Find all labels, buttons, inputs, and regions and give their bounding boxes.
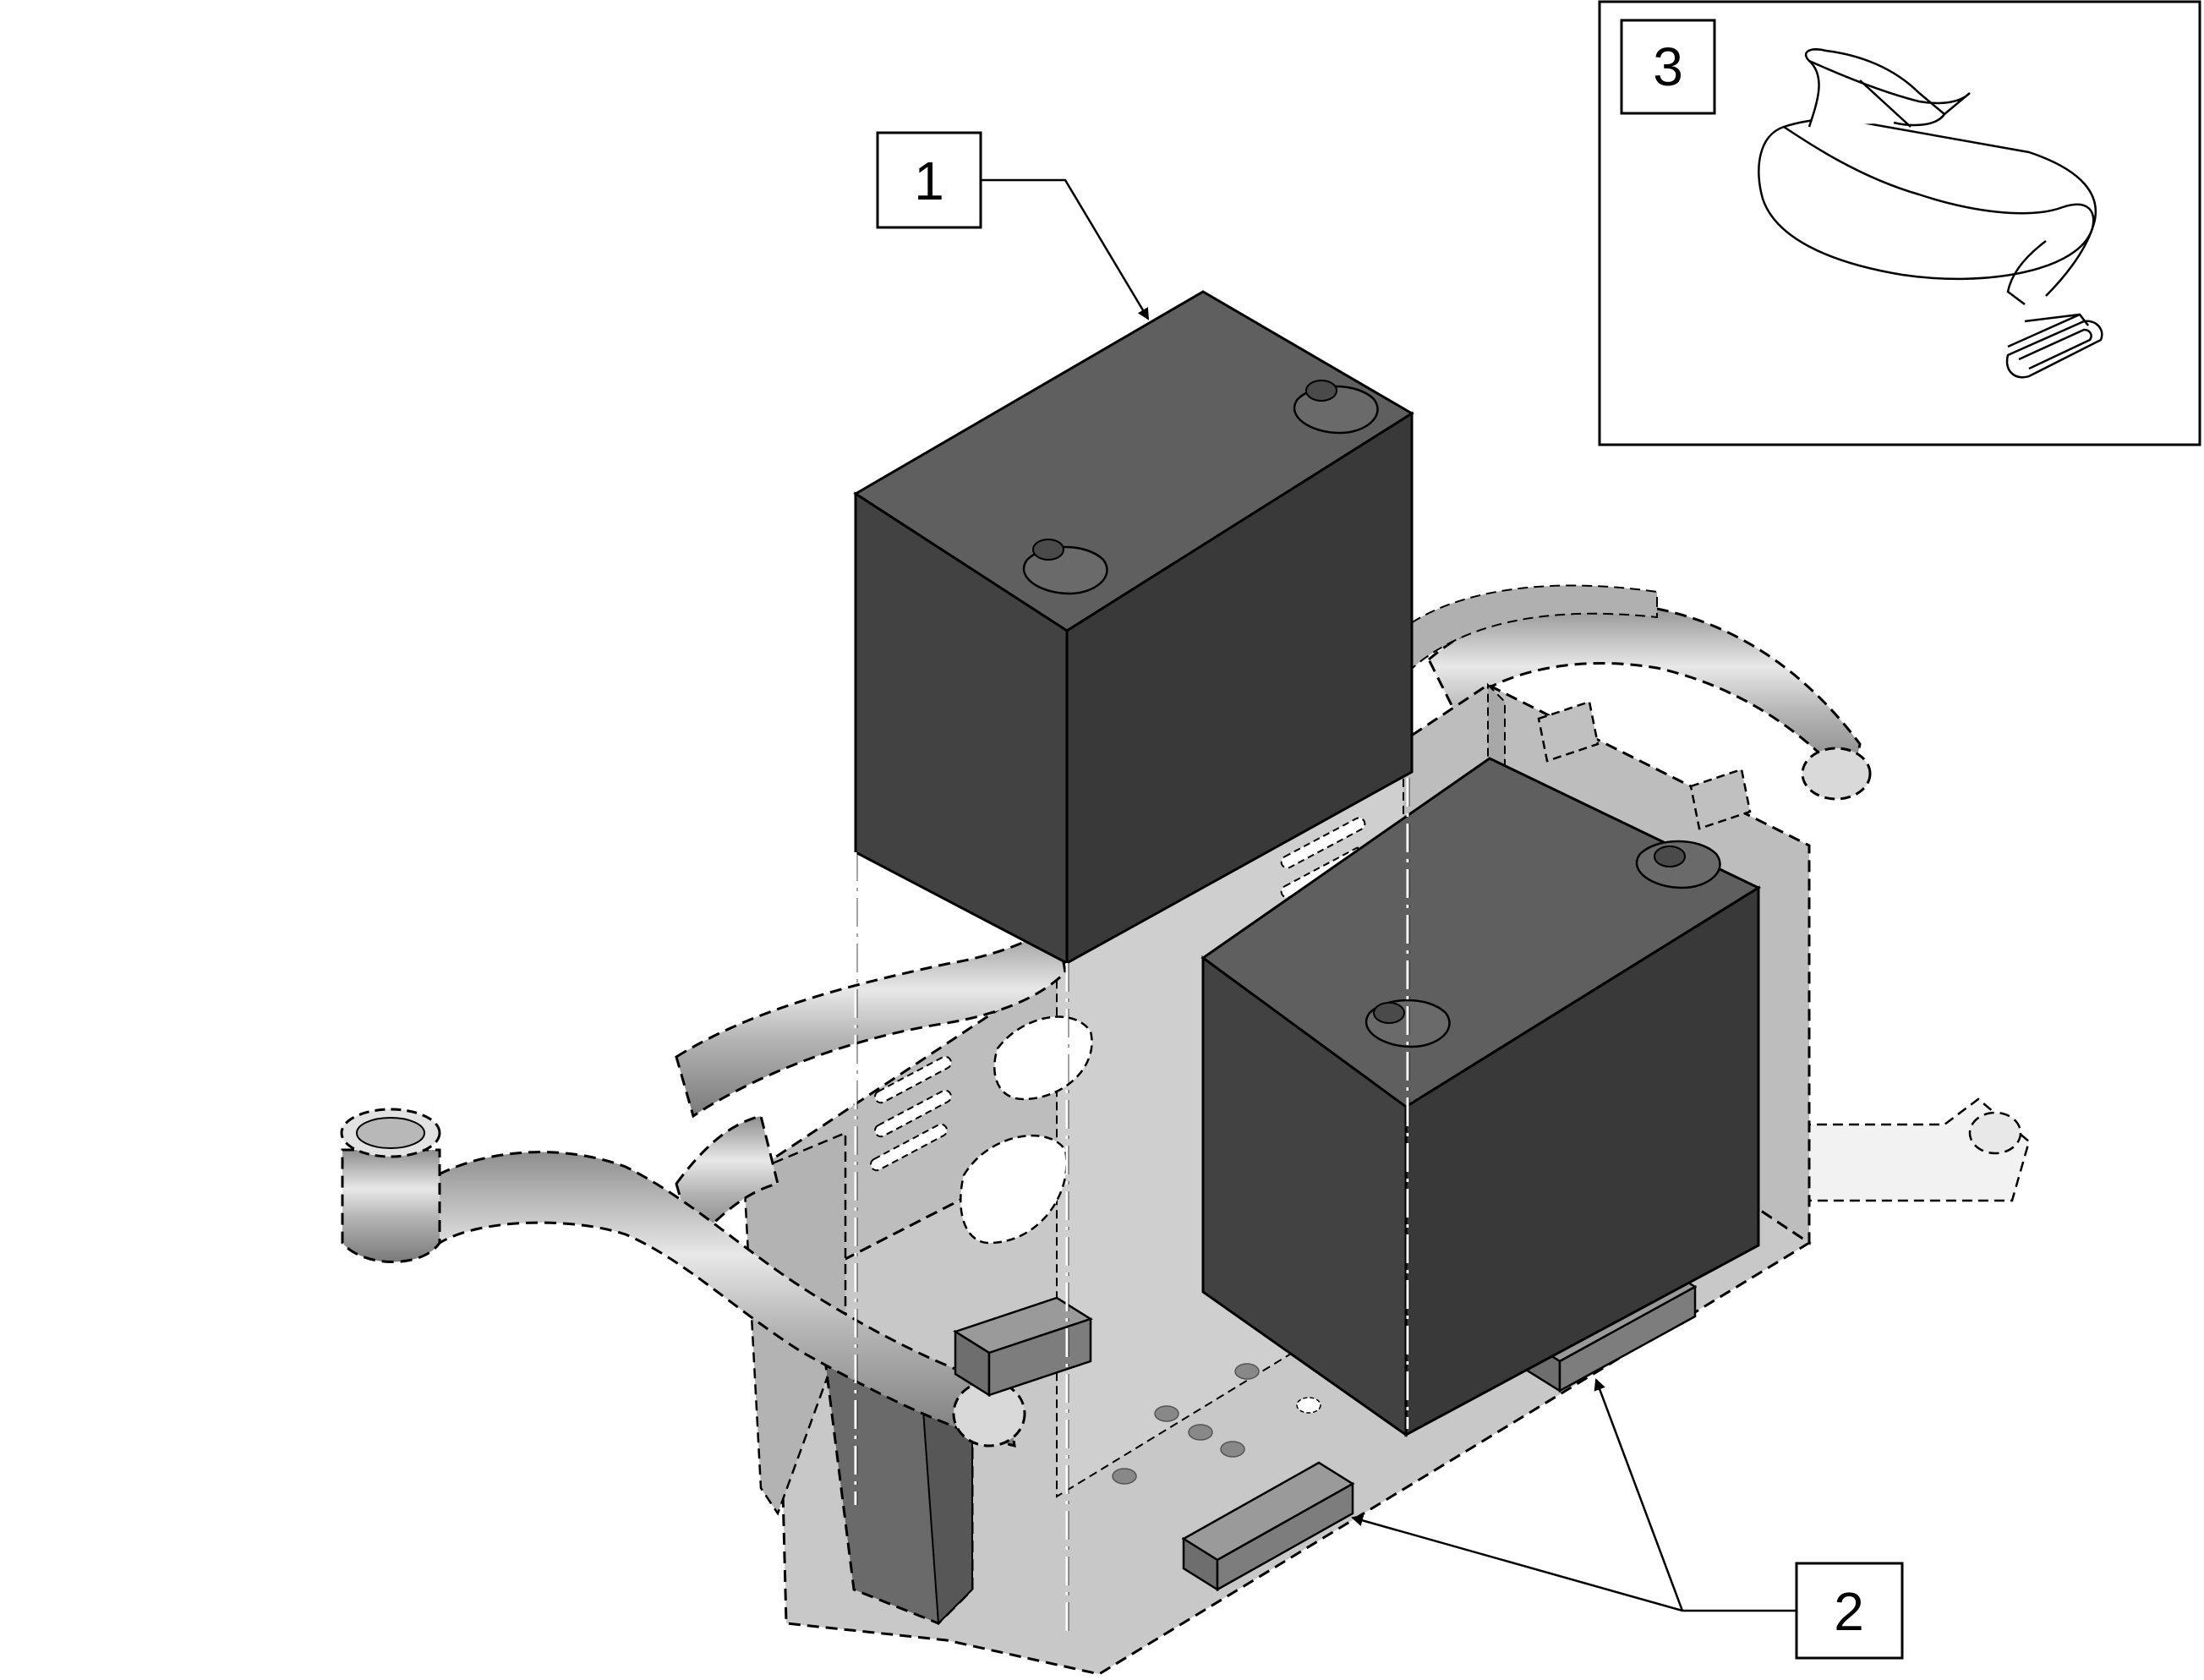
callout-2-leader-front xyxy=(1351,1514,1797,1612)
callout-2-leader-rear xyxy=(1594,1378,1684,1612)
callout-3-label: 3 xyxy=(1653,36,1683,97)
spacer-block-front xyxy=(1181,1461,1355,1592)
callout-2-box xyxy=(1795,1562,1904,1660)
rear-swing-arm xyxy=(1799,1097,2031,1202)
callout-1-label: 1 xyxy=(914,150,944,211)
battery-installed xyxy=(1200,757,1762,1437)
callout-1-box xyxy=(876,131,982,229)
front-left-frame-tube xyxy=(675,918,1067,1245)
front-handle-tube xyxy=(340,1108,1026,1447)
battery-strap-icon xyxy=(1758,48,2103,379)
tube-end-front xyxy=(952,1380,1026,1447)
callout-1: 1 xyxy=(876,131,1150,320)
callout-3-inset: 3 xyxy=(1598,0,2201,446)
battery-exploded-terminal-rear xyxy=(1293,380,1379,435)
installation-guide-lines xyxy=(854,778,1409,1632)
callout-1-leader xyxy=(981,178,1150,320)
frame-hole-lower xyxy=(960,1134,1068,1245)
callout-3-box xyxy=(1620,19,1716,115)
battery-exploded-terminal-front xyxy=(1022,539,1108,595)
rear-right-frame-tube xyxy=(1385,584,1872,801)
battery-exploded xyxy=(853,290,1414,966)
battery-installed-terminal-rear xyxy=(1635,840,1721,889)
spacer-block-rear-left xyxy=(953,1296,1093,1398)
callout-2-label: 2 xyxy=(1834,1581,1864,1642)
tube-end-right xyxy=(1801,747,1872,801)
caster-socket xyxy=(341,1148,441,1263)
callout-2: 2 xyxy=(1351,1378,1904,1660)
